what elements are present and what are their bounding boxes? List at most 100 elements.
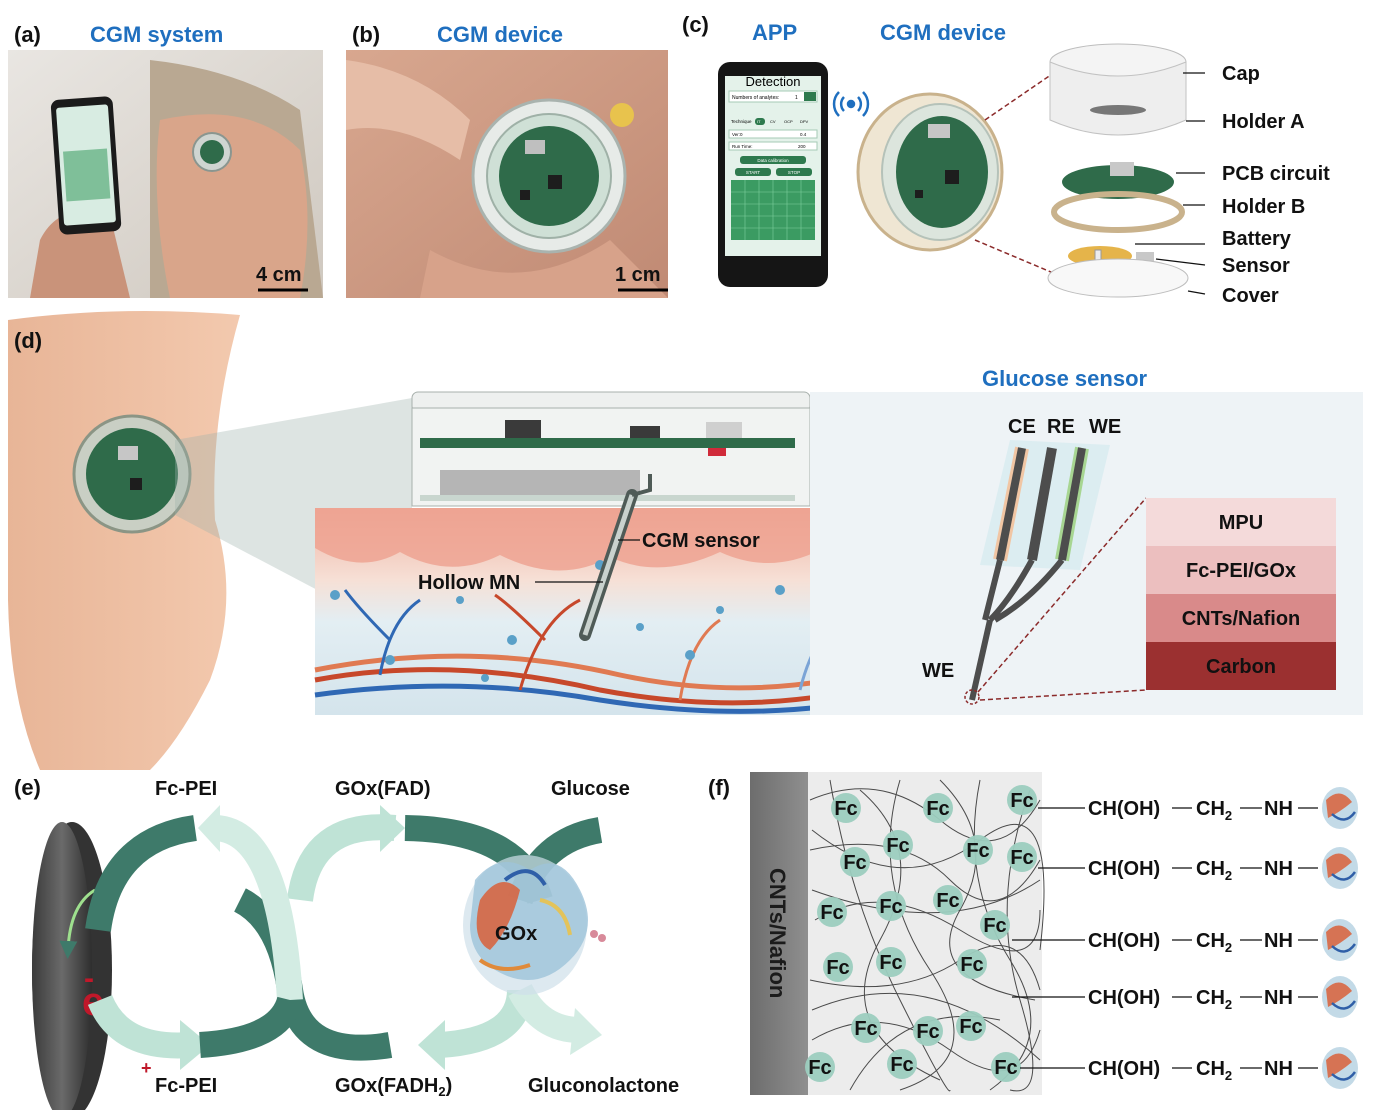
- part-cover: [1047, 258, 1189, 298]
- layer-zoom-bottom: [979, 689, 1147, 701]
- cycle-arc-bottom-dark: [199, 995, 303, 1058]
- cnts-nafion-label: CNTs/Nafion: [765, 868, 790, 998]
- cgm-patch-pcb: [200, 140, 224, 164]
- scale-a-label: 4 cm: [256, 264, 302, 286]
- chain-nh-4: NH: [1264, 1058, 1293, 1080]
- app-header: Detection: [746, 74, 801, 89]
- panel-a-label: (a): [14, 22, 41, 47]
- gox-protein: [463, 855, 606, 995]
- fc-unit-12: [876, 947, 906, 977]
- panel-a: (a) CGM system 4 cm: [8, 22, 323, 299]
- layer-label-3: Carbon: [1206, 656, 1276, 678]
- part-holder-a: [1049, 61, 1187, 136]
- layer-label-0: MPU: [1219, 512, 1263, 534]
- fc-label-7: Fc: [820, 902, 843, 924]
- fc-unit-5: [963, 835, 993, 865]
- app-technique-dpv: DPV: [800, 119, 809, 124]
- app-analytes-value: 1: [795, 95, 798, 101]
- cycle-arc-mid-light: [287, 814, 397, 903]
- panel-c-label: (c): [682, 12, 709, 37]
- gox-enzyme-icon-0: [1322, 787, 1358, 829]
- panel-d-label: (d): [14, 328, 42, 353]
- fc-unit-17: [805, 1052, 835, 1082]
- fc-unit-3: [840, 847, 870, 877]
- section-chip-1: [505, 420, 541, 438]
- panel-e: (e) e -: [14, 775, 679, 1110]
- device-title: CGM device: [880, 20, 1006, 45]
- chain-ch2-4: CH2: [1196, 1058, 1232, 1083]
- electrodes: [969, 446, 1089, 701]
- app-technique-cv: CV: [770, 119, 776, 124]
- section-red-part: [708, 448, 726, 456]
- fc-unit-11: [823, 952, 853, 982]
- fiber-1: [809, 843, 1041, 902]
- fc-unit-10: [980, 910, 1010, 940]
- electrode-label-ce: CE: [1008, 416, 1036, 438]
- device-battery-edge: [610, 103, 634, 127]
- layer-0: [1146, 498, 1336, 546]
- we-tip-marker: [964, 689, 980, 705]
- cycle-head-2: [380, 805, 405, 852]
- app-voltage-row: [728, 129, 818, 139]
- fc-label-16: Fc: [959, 1016, 982, 1038]
- panel-b: (b) CGM device 1 cm: [346, 22, 668, 298]
- layer-3: [1146, 642, 1336, 690]
- hollow-mn-core: [582, 494, 635, 636]
- electrode-label-we: WE: [1089, 416, 1121, 438]
- app-technique-it-label: IT: [757, 119, 761, 124]
- layer-label-2: CNTs/Nafion: [1182, 608, 1301, 630]
- app-nav-bar: [725, 262, 821, 276]
- scale-b-label: 1 cm: [615, 264, 661, 286]
- chain-ch2-0: CH2: [1196, 798, 1232, 823]
- fc-label-8: Fc: [879, 896, 902, 918]
- app-title: APP: [752, 20, 797, 45]
- fc-label-1: Fc: [926, 798, 949, 820]
- chain-nh-2: NH: [1264, 930, 1293, 952]
- fc-label-11: Fc: [826, 957, 849, 979]
- app-runtime-value: 200: [798, 144, 806, 149]
- fc-label-18: Fc: [890, 1054, 913, 1076]
- fc-label-19: Fc: [994, 1057, 1017, 1079]
- part-label-battery: Battery: [1222, 228, 1292, 250]
- fc-label-6: Fc: [1010, 847, 1033, 869]
- section-chip-2: [630, 426, 660, 438]
- chain-nh-0: NH: [1264, 798, 1293, 820]
- fc-plus-sign: +: [141, 1058, 152, 1078]
- fc-unit-14: [851, 1013, 881, 1043]
- part-label-cover: Cover: [1222, 285, 1279, 307]
- thumb: [346, 60, 470, 160]
- fc-unit-1: [923, 793, 953, 823]
- fingers: [420, 240, 668, 298]
- glucose-sensor-title: Glucose sensor: [982, 366, 1148, 391]
- mn-connector: [631, 474, 652, 497]
- app-stop-label: STOP: [788, 170, 800, 175]
- gox-fadh2-label: GOx(FADH2): [335, 1075, 452, 1099]
- section-battery: [440, 470, 640, 496]
- app-stop-button: [776, 168, 812, 176]
- chain-nh-1: NH: [1264, 858, 1293, 880]
- panel-b-title: CGM device: [437, 22, 563, 47]
- fc-unit-16: [956, 1011, 986, 1041]
- wireless-icon: [832, 91, 870, 117]
- app-voltage-label: Ver:0: [732, 132, 743, 137]
- section-usb: [706, 422, 742, 438]
- electrode-label-re: RE: [1047, 416, 1075, 438]
- app-runtime-label: Run Time:: [732, 144, 753, 149]
- pcb-usb: [1110, 162, 1134, 176]
- fc-label-13: Fc: [960, 954, 983, 976]
- fc-pei-top-label: Fc-PEI: [155, 778, 217, 800]
- arm-device-usb: [118, 446, 138, 460]
- holder-a-slot: [1090, 105, 1146, 115]
- fiber-14: [939, 779, 1036, 1001]
- panel-a-title: CGM system: [90, 22, 223, 47]
- fiber-5: [829, 779, 951, 1092]
- part-pcb: [1062, 165, 1174, 199]
- app-technique-label: Technique: [731, 119, 752, 124]
- part-label-cap: Cap: [1222, 63, 1260, 85]
- panel-e-label: (e): [14, 775, 41, 800]
- electron-sign: -: [84, 962, 94, 995]
